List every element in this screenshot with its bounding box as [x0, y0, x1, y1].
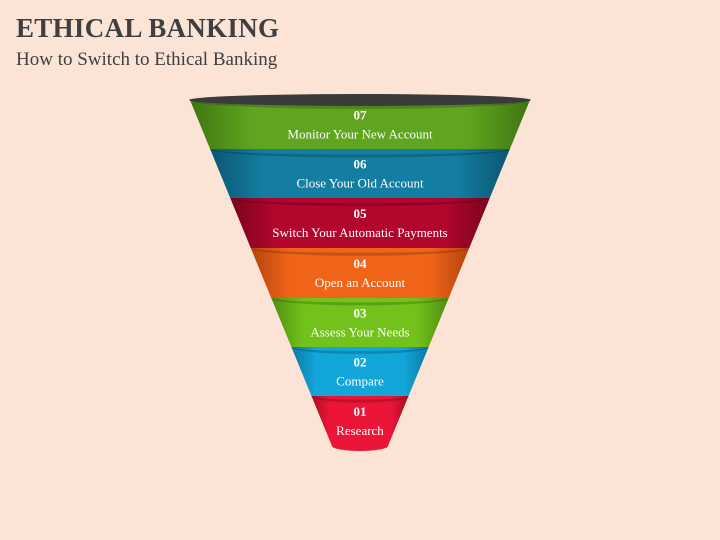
stage-label: Compare	[336, 374, 384, 389]
funnel-band	[190, 100, 530, 159]
stage-number: 06	[354, 157, 368, 172]
stage-label: Assess Your Needs	[310, 325, 409, 340]
page-subtitle: How to Switch to Ethical Banking	[16, 49, 278, 70]
stage-number: 07	[354, 108, 368, 123]
stage-number: 05	[354, 206, 368, 221]
funnel-band	[291, 347, 429, 404]
funnel-band-shadow	[291, 347, 429, 354]
stage-label: Close Your Old Account	[296, 176, 424, 191]
stage-label: Switch Your Automatic Payments	[272, 225, 448, 240]
funnel-band	[271, 298, 449, 355]
stage-label: Research	[336, 423, 384, 438]
funnel-band	[230, 198, 490, 257]
funnel-band	[311, 396, 409, 451]
funnel-band-shadow	[230, 198, 490, 207]
funnel-band	[210, 149, 510, 208]
funnel-band-shadow	[311, 396, 409, 403]
stage-number: 02	[354, 355, 367, 370]
funnel-band-shadow	[271, 298, 449, 306]
funnel-band-shadow	[250, 248, 470, 256]
funnel-rim	[189, 94, 531, 106]
page-title: ETHICAL BANKING	[16, 13, 280, 43]
stage-number: 03	[354, 306, 368, 321]
funnel-band-shadow	[190, 100, 530, 109]
stage-label: Monitor Your New Account	[287, 127, 433, 142]
funnel-band-shadow	[210, 149, 510, 158]
stage-label: Open an Account	[315, 275, 406, 290]
stage-number: 04	[354, 256, 368, 271]
funnel-band	[250, 248, 470, 307]
stage-number: 01	[354, 404, 367, 419]
